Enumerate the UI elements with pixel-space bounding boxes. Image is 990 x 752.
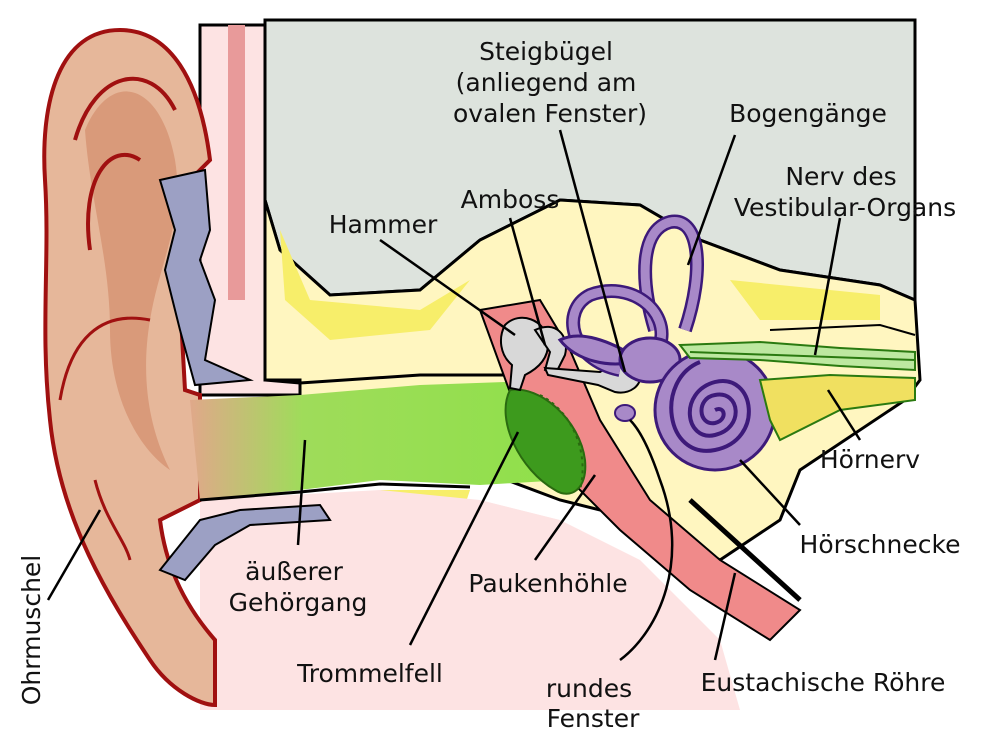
- antihelix-line: [58, 316, 151, 401]
- canal-upper-wall: [264, 373, 505, 385]
- leader-paukenhoehle: [533, 474, 597, 561]
- leader-gehoergang: [296, 439, 307, 546]
- leader-hoerschnecke: [739, 459, 801, 526]
- round-window: [614, 404, 636, 422]
- helix-line-2: [86, 152, 142, 251]
- label-hammer: Hammer: [329, 210, 438, 239]
- leader-hoernerv: [826, 389, 862, 441]
- label-paukenhoehle: Paukenhöhle: [468, 569, 627, 598]
- leader-ohrmuschel: [46, 509, 102, 601]
- nerve-sheath-upper: [769, 323, 916, 336]
- label-eustachische-roehre: Eustachische Röhre: [701, 668, 946, 697]
- bone-highlight-right: [730, 280, 880, 320]
- label-steigbuegel: Steigbügel (anliegend am ovalen Fenster): [453, 37, 647, 128]
- cochlear-nerve: [758, 373, 916, 442]
- helix-line-1: [73, 76, 177, 141]
- label-hoernerv: Hörnerv: [820, 445, 920, 474]
- cochlea-spiral: [669, 360, 751, 453]
- pinna-inner-fold: [85, 91, 178, 470]
- leader-rundes-fenster: [619, 419, 674, 661]
- hammer-bone: [499, 316, 550, 392]
- nerve-fiber-line: [689, 351, 916, 361]
- eardrum: [504, 388, 587, 495]
- label-bogengaenge: Bogengänge: [729, 99, 887, 128]
- label-ohrmuschel: Ohrmuschel: [17, 555, 46, 706]
- cartilage-lower: [158, 503, 332, 582]
- bone-highlight-upper: [280, 230, 470, 340]
- label-trommelfell: Trommelfell: [296, 659, 443, 688]
- leader-trommelfell: [408, 431, 520, 646]
- lower-tissue: [200, 490, 740, 710]
- tube-wall-line: [688, 498, 802, 602]
- leader-steigbuegel: [558, 129, 627, 373]
- label-hoerschnecke: Hörschnecke: [800, 530, 961, 559]
- lobe-line: [93, 479, 132, 561]
- leader-nerv-vestibular: [813, 217, 842, 356]
- label-nerv-vestibular: Nerv des Vestibular-Organs: [734, 162, 956, 222]
- ear-canal: [190, 382, 565, 500]
- label-gehoergang: äußerer Gehörgang: [229, 557, 368, 617]
- leader-amboss: [508, 217, 547, 346]
- label-rundes-fenster: rundes Fenster: [546, 674, 640, 733]
- skin-strip: [228, 25, 245, 300]
- canal-lower-wall: [199, 482, 471, 502]
- label-amboss: Amboss: [461, 185, 560, 214]
- leader-hammer: [379, 238, 516, 337]
- cartilage-upper: [158, 168, 254, 387]
- semicircular-canal-1-fill: [640, 217, 702, 332]
- leader-eustachische: [713, 572, 737, 661]
- leader-bogengaenge: [686, 134, 737, 266]
